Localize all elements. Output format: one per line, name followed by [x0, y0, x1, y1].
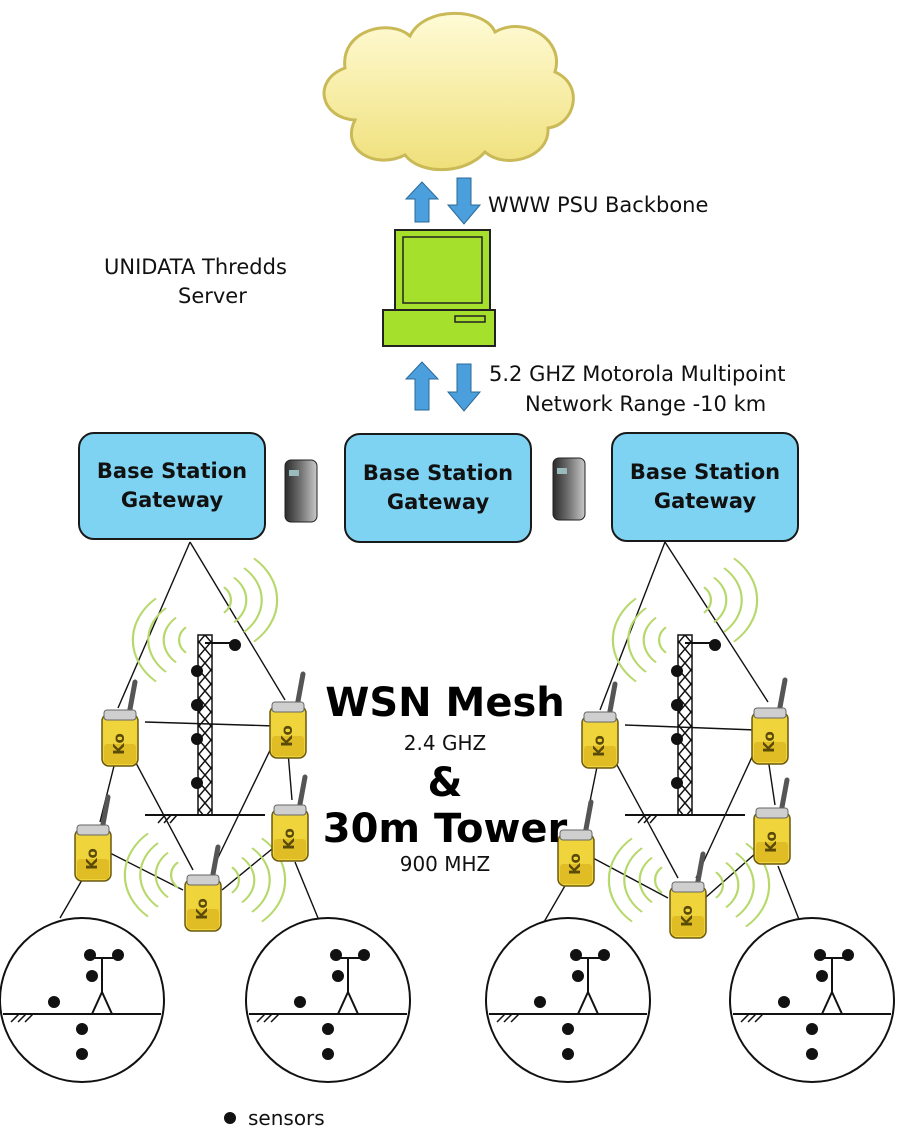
wsn-mesh-title: WSN Mesh — [325, 680, 565, 726]
gateway-label-line2: Gateway — [653, 489, 757, 513]
gateway-box-center: Base Station Gateway — [344, 433, 532, 543]
sensors-legend-label: sensors — [248, 1106, 325, 1130]
gateway-label-line2: Gateway — [386, 490, 490, 514]
tower-frequency: 900 MHZ — [399, 852, 491, 876]
tower-left — [144, 634, 266, 824]
gateway-label-line2: Gateway — [120, 488, 224, 512]
field-site — [245, 917, 411, 1083]
backbone-label: WWW PSU Backbone — [488, 193, 709, 217]
tower-title: 30m Tower — [322, 806, 568, 852]
sensor-node — [272, 777, 308, 861]
gateway-label-line1: Base Station — [362, 461, 514, 485]
sensor-node — [752, 680, 788, 764]
radio-link-label-line2: Network Range -10 km — [525, 392, 767, 416]
sensor-legend-dot — [224, 1112, 236, 1124]
gateway-box-left: Base Station Gateway — [78, 432, 266, 540]
server-label-line2: Server — [178, 284, 247, 308]
field-site — [485, 917, 651, 1083]
ampersand: & — [427, 760, 463, 806]
field-site — [729, 917, 895, 1083]
server-label-line1: UNIDATA Thredds — [104, 255, 287, 279]
gateway-label-line1: Base Station — [96, 459, 248, 483]
sensor-node — [270, 674, 306, 758]
sensor-node — [582, 684, 618, 768]
internet-cloud — [322, 12, 575, 172]
gateway-label-line1: Base Station — [629, 460, 781, 484]
sensor-node — [185, 847, 221, 931]
radio-link-label-line1: 5.2 GHZ Motorola Multipoint — [489, 362, 786, 386]
backbone-arrows — [404, 177, 482, 225]
wsn-mesh-frequency: 2.4 GHZ — [403, 731, 487, 755]
sensor-node — [670, 854, 706, 938]
sensor-node — [75, 797, 111, 881]
field-site — [0, 917, 165, 1083]
radio-unit-left — [284, 459, 318, 523]
sensor-node — [754, 780, 790, 864]
server-computer — [382, 229, 496, 347]
gateway-box-right: Base Station Gateway — [611, 432, 799, 542]
radio-link-arrows — [404, 361, 482, 412]
sensor-node — [102, 682, 138, 766]
radio-unit-right — [552, 457, 586, 521]
